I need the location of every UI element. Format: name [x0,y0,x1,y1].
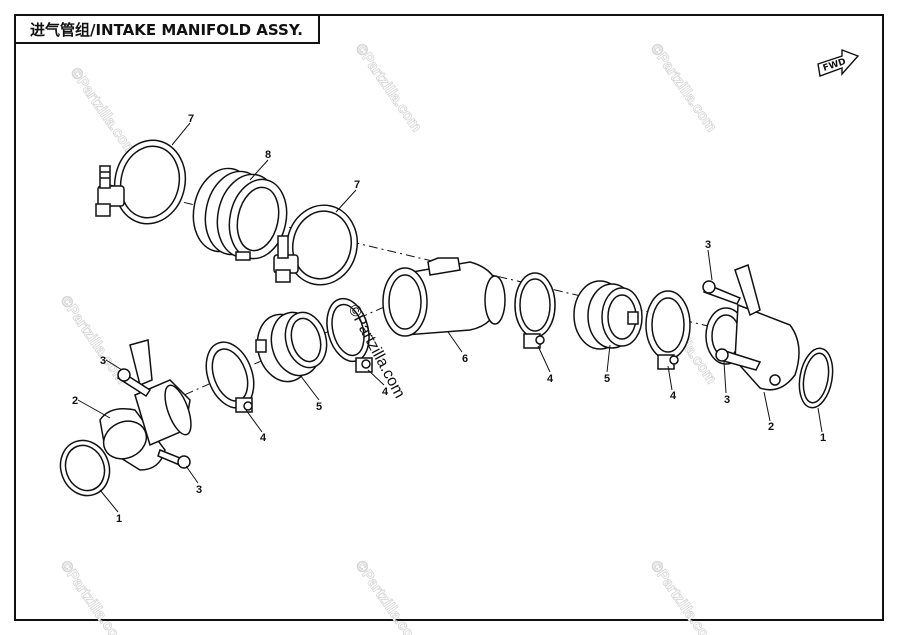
leader-lines [77,122,823,513]
callout-4-right: 4 [670,390,677,402]
part-2-manifold-left [99,339,192,471]
callout-2-left: 2 [72,395,78,407]
callout-3-left-top: 3 [100,355,106,367]
part-4-clamp-lower-center [326,297,373,373]
callout-3-right-bottom: 3 [724,394,730,406]
part-1-gasket-left [59,439,111,497]
callout-1-right: 1 [820,432,826,444]
watermark-2: ©Partzilla.com [352,41,425,136]
part-4-clamp-upper-center [514,272,556,349]
callout-5-lower: 5 [316,401,322,413]
callout-5-upper: 5 [604,373,610,385]
watermark-7: ©Partzilla.com [352,558,425,635]
watermark-1: ©Partzilla.com [67,65,140,160]
callout-8: 8 [265,149,271,161]
part-4-clamp-right [645,290,691,370]
part-5-sleeve-upper [573,280,643,350]
part-7-clamp-left [95,139,187,225]
callout-1-left: 1 [116,513,122,525]
callout-6: 6 [462,353,468,365]
callout-2-right: 2 [768,421,774,433]
callout-3-left-bottom: 3 [196,484,202,496]
part-7-clamp-middle [273,204,358,286]
part-4-clamp-lower-left [205,341,255,413]
watermark-3: ©Partzilla.com [647,41,720,136]
diagram-title: 进气管组/INTAKE MANIFOLD ASSY. [30,21,303,39]
callout-4-upper-center: 4 [547,373,554,385]
callout-4-lower-center: 4 [382,386,389,398]
watermark-8: ©Partzilla.com [647,558,720,635]
fwd-arrow-icon: FWD [817,48,860,77]
part-2-manifold-right [702,264,800,391]
watermark-6: ©Partzilla.com [57,558,130,635]
callout-7-middle: 7 [354,179,360,191]
drawing-border [14,14,884,621]
callout-7-left: 7 [188,113,194,125]
part-8-rubber-boot [192,167,288,261]
part-6-intake-elbow [382,257,506,337]
callout-4-lower-left: 4 [260,432,267,444]
part-5-sleeve-lower [255,311,328,383]
callout-3-right-top: 3 [705,239,711,251]
callout-numbers: 7 8 7 6 3 3 2 1 4 5 4 4 5 4 3 2 3 1 [72,113,826,525]
title-box [16,16,320,44]
part-1-gasket-right [798,347,834,409]
